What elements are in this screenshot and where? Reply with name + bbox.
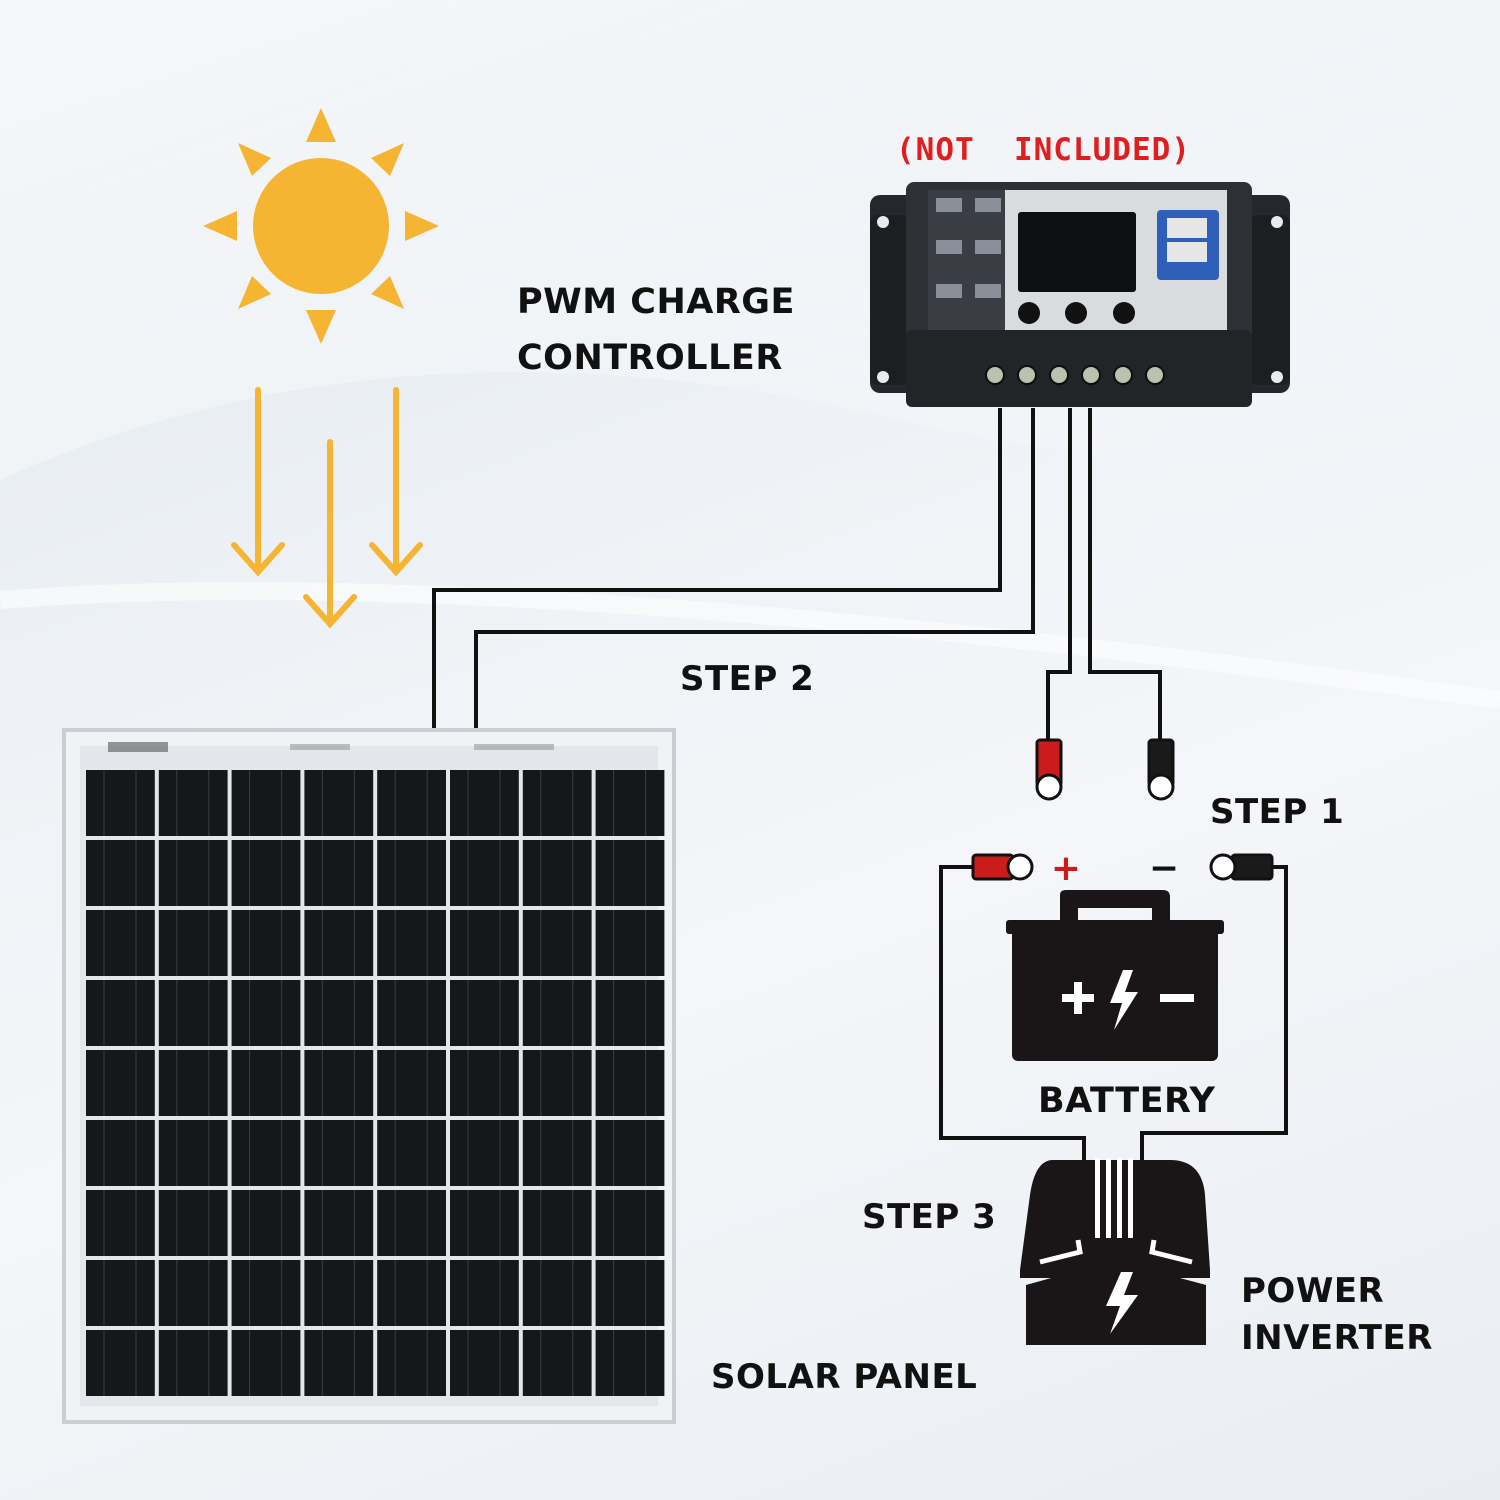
wire-set	[432, 408, 1288, 1160]
sunray-arrow-icon	[303, 439, 357, 629]
sunray-arrow-icon	[369, 387, 423, 577]
positive-polarity-mark: +	[1051, 848, 1081, 889]
lightning-icon	[1106, 1272, 1138, 1334]
wire-battery-positive	[1046, 408, 1072, 745]
power-inverter-label: POWER INVERTER	[1241, 1271, 1433, 1358]
battery-label: BATTERY	[1038, 1081, 1216, 1121]
power-inverter-icon	[1020, 1158, 1210, 1345]
charge-controller-device	[870, 182, 1290, 407]
ring-terminal-icon	[1209, 853, 1274, 881]
wire-battery-negative	[1088, 408, 1162, 745]
ring-terminal-icon	[1035, 738, 1063, 801]
wire-inverter-positive	[939, 865, 1086, 1160]
battery-icon	[1006, 890, 1224, 1061]
step2-label: STEP 2	[680, 659, 815, 699]
background-swoosh	[0, 582, 1500, 709]
pwm-controller-label: PWM CHARGE CONTROLLER	[517, 282, 795, 378]
negative-polarity-mark: −	[1149, 848, 1179, 889]
lightning-icon	[1110, 970, 1138, 1030]
sun-icon	[203, 108, 439, 344]
wire-panel-negative	[432, 408, 1002, 728]
ring-terminal-icon	[971, 853, 1034, 881]
solar-panel-device	[62, 728, 676, 1424]
ring-terminal-icon	[1147, 738, 1175, 801]
not-included-note: (NOT INCLUDED)	[896, 132, 1191, 168]
solar-panel-label: SOLAR PANEL	[711, 1357, 978, 1397]
step3-label: STEP 3	[862, 1197, 997, 1237]
sunray-arrow-icon	[231, 387, 285, 577]
wire-panel-positive	[474, 408, 1035, 728]
step1-label: STEP 1	[1210, 792, 1345, 832]
wire-inverter-negative	[1140, 865, 1288, 1160]
